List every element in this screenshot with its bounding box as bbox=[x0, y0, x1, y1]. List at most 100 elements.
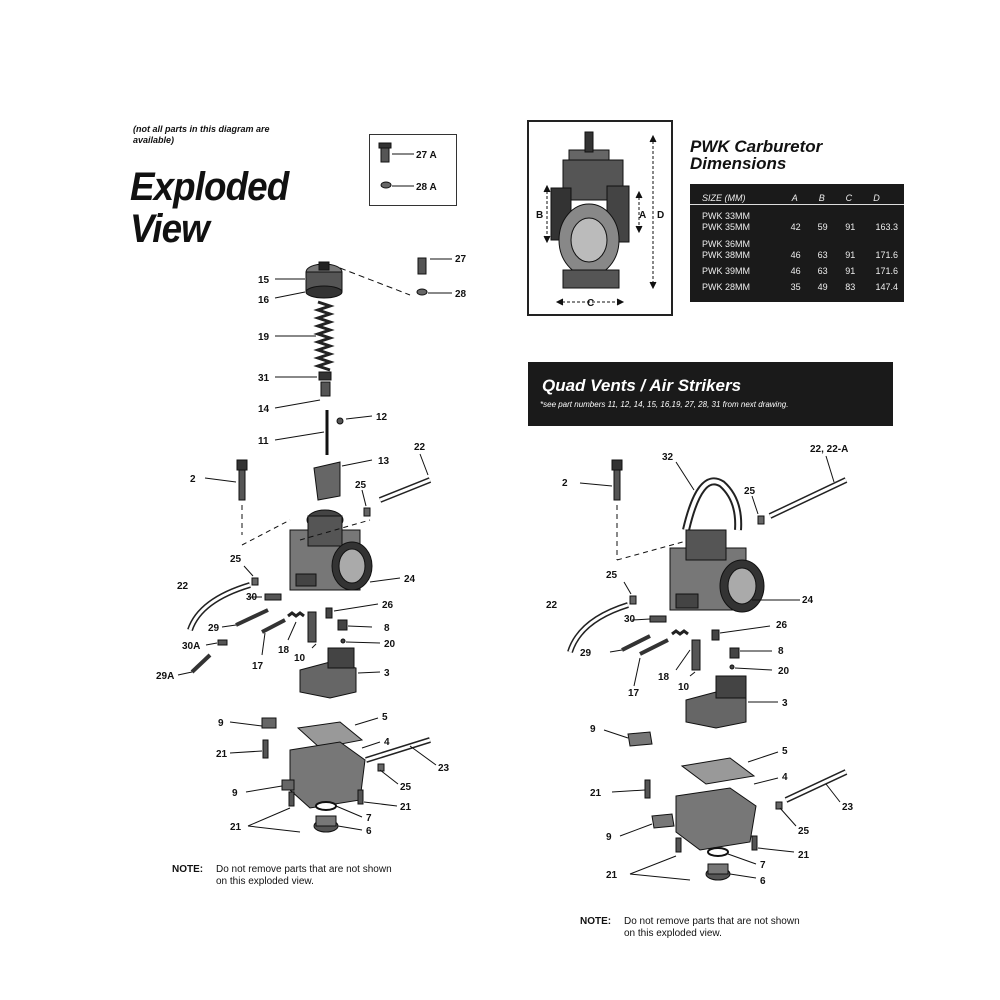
callout-27: 27 bbox=[455, 254, 467, 265]
callout-22: 22 bbox=[177, 581, 189, 592]
table-cell: 91 bbox=[845, 222, 856, 232]
callout-16: 16 bbox=[258, 295, 270, 306]
right-note: NOTE:Do not remove parts that are not sh… bbox=[580, 916, 850, 940]
dimension-figure: B A D C bbox=[536, 131, 664, 309]
carburetor-outline bbox=[550, 131, 630, 289]
dimensions-title-1: PWK Carburetor bbox=[690, 137, 823, 156]
callout-22: 22 bbox=[414, 442, 426, 453]
callout-24: 24 bbox=[404, 574, 416, 585]
callout-28a: 28 A bbox=[416, 182, 437, 193]
plate-9-top bbox=[261, 717, 277, 729]
dim-label-a: A bbox=[639, 210, 646, 221]
quad-vents-banner: Quad Vents / Air Strikers *see part numb… bbox=[528, 362, 893, 426]
header-d: D bbox=[861, 184, 904, 205]
callout-6: 6 bbox=[366, 826, 372, 837]
callout-9: 9 bbox=[590, 724, 596, 735]
callout-25: 25 bbox=[798, 826, 810, 837]
callout-30a: 30A bbox=[182, 641, 200, 652]
callout-26: 26 bbox=[776, 620, 788, 631]
callout-13: 13 bbox=[378, 456, 390, 467]
callout-20: 20 bbox=[778, 666, 790, 677]
callout-29: 29 bbox=[580, 648, 592, 659]
callout-2: 2 bbox=[190, 474, 196, 485]
table-cell: PWK 35MM bbox=[702, 222, 751, 232]
inset-box-27a-28a bbox=[369, 134, 457, 206]
callout-27a: 27 A bbox=[416, 150, 437, 161]
dim-label-d: D bbox=[657, 210, 664, 221]
left-callout-labels: 27 A 28 A 27 15 16 28 19 31 14 12 11 22 … bbox=[156, 150, 467, 837]
note-text-1: Do not remove parts that are not shown bbox=[624, 916, 800, 927]
note-label: NOTE: bbox=[172, 864, 204, 875]
callout-9: 9 bbox=[606, 832, 612, 843]
callout-5: 5 bbox=[382, 712, 388, 723]
gasket-shape bbox=[296, 721, 364, 749]
callout-14: 14 bbox=[258, 404, 270, 415]
right-float-bowl-shape bbox=[675, 787, 757, 851]
callout-21: 21 bbox=[400, 802, 412, 813]
table-cell: 49 bbox=[817, 282, 828, 292]
callout-24: 24 bbox=[802, 595, 814, 606]
callout-11: 11 bbox=[258, 436, 269, 447]
quad-vents-subtitle: *see part numbers 11, 12, 14, 15, 16,19,… bbox=[540, 400, 789, 409]
callout-5: 5 bbox=[782, 746, 788, 757]
callout-7: 7 bbox=[366, 813, 372, 824]
table-cell: 63 bbox=[817, 250, 828, 260]
spring-shape bbox=[313, 300, 335, 372]
callout-20: 20 bbox=[384, 639, 396, 650]
callout-17: 17 bbox=[252, 661, 264, 672]
callout-22-22a: 22, 22-A bbox=[810, 444, 848, 455]
callout-30: 30 bbox=[624, 614, 636, 625]
table-cell: 171.6 bbox=[875, 250, 898, 260]
callout-21: 21 bbox=[798, 850, 810, 861]
left-note: NOTE:Do not remove parts that are not sh… bbox=[172, 864, 432, 888]
callout-7: 7 bbox=[760, 860, 766, 871]
note-text-2: on this exploded view. bbox=[216, 876, 314, 887]
vent-hose-22-lower bbox=[567, 602, 629, 654]
header-size: SIZE (MM) bbox=[690, 184, 780, 205]
table-cell: PWK 38MM bbox=[702, 250, 751, 260]
callout-29a: 29A bbox=[156, 671, 174, 682]
callout-19: 19 bbox=[258, 332, 270, 343]
callout-8: 8 bbox=[384, 623, 390, 634]
callout-9: 9 bbox=[218, 718, 224, 729]
callout-30: 30 bbox=[246, 592, 258, 603]
header-c: C bbox=[833, 184, 862, 205]
right-carburetor-body-shape bbox=[669, 529, 765, 613]
availability-note: (not all parts in this diagram are avail… bbox=[133, 124, 270, 145]
callout-12: 12 bbox=[376, 412, 388, 423]
table-cell: 46 bbox=[790, 266, 801, 276]
dim-label-c: C bbox=[587, 298, 594, 309]
callout-10: 10 bbox=[678, 682, 690, 693]
table-cell: 59 bbox=[817, 222, 828, 232]
header-a: A bbox=[779, 184, 807, 205]
retainer-31-shape bbox=[318, 371, 332, 381]
callout-2: 2 bbox=[562, 478, 568, 489]
callout-9: 9 bbox=[232, 788, 238, 799]
table-cell: 35 bbox=[790, 282, 801, 292]
note-text-2: on this exploded view. bbox=[624, 928, 722, 939]
table-cell: 91 bbox=[845, 250, 856, 260]
dimensions-title: PWK Carburetor Dimensions bbox=[690, 138, 822, 172]
callout-25: 25 bbox=[230, 554, 242, 565]
callout-21: 21 bbox=[606, 870, 618, 881]
table-row: PWK 35MM 42 59 91 163.3 bbox=[690, 222, 904, 233]
table-cell: 171.6 bbox=[875, 266, 898, 276]
washer-28a-shape bbox=[380, 181, 392, 189]
callout-32: 32 bbox=[662, 452, 674, 463]
table-cell: 46 bbox=[790, 250, 801, 260]
table-header-row: SIZE (MM) A B C D bbox=[690, 184, 904, 205]
right-callout-labels: 32 22, 22-A 2 25 25 22 24 30 26 29 8 17 … bbox=[546, 444, 854, 887]
callout-25: 25 bbox=[744, 486, 756, 497]
screw-27-shape bbox=[417, 257, 427, 275]
table-cell: 63 bbox=[817, 266, 828, 276]
table-cell: 163.3 bbox=[875, 222, 898, 232]
table-cell: 42 bbox=[790, 222, 801, 232]
table-cell: PWK 28MM bbox=[702, 282, 751, 292]
dimensions-title-2: Dimensions bbox=[690, 154, 787, 173]
callout-18: 18 bbox=[278, 645, 290, 656]
